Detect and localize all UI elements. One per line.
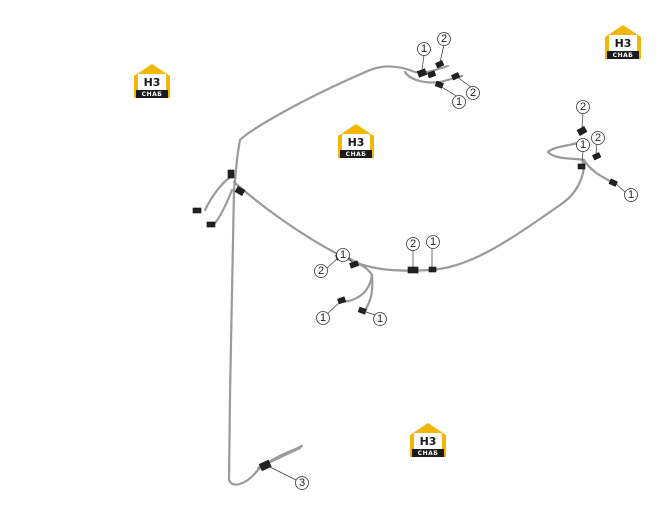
callout-label: 1 <box>377 313 383 325</box>
callout-label: 2 <box>441 33 447 45</box>
logo-subtitle: СНАБ <box>346 151 367 158</box>
callout-label: 1 <box>340 249 346 261</box>
logo-letters: H3 <box>420 435 437 448</box>
connectors <box>192 60 618 472</box>
callout-label: 1 <box>430 236 436 248</box>
callout-label: 1 <box>628 189 634 201</box>
harness-wires <box>203 64 614 486</box>
callout-label: 1 <box>456 96 462 108</box>
callout-label: 2 <box>318 265 324 277</box>
leader-lines <box>267 44 626 481</box>
logo-subtitle: СНАБ <box>418 450 439 457</box>
watermark-logo: H3 СНАБ <box>410 423 446 457</box>
logo-subtitle: СНАБ <box>142 91 163 98</box>
watermark-logo: H3 СНАБ <box>134 64 170 98</box>
callout-label: 2 <box>580 101 586 113</box>
logo-letters: H3 <box>144 76 161 89</box>
logo-subtitle: СНАБ <box>613 52 634 59</box>
callout-label: 2 <box>595 132 601 144</box>
callout-label: 2 <box>410 238 416 250</box>
callout-label: 1 <box>580 139 586 151</box>
callout-label: 1 <box>320 312 326 324</box>
logo-letters: H3 <box>615 37 632 50</box>
callout-label: 1 <box>421 43 427 55</box>
callout-label: 2 <box>470 87 476 99</box>
logo-letters: H3 <box>348 136 365 149</box>
callout-balloons <box>295 32 638 490</box>
watermark-logo: H3 СНАБ <box>605 25 641 59</box>
callout-label: 3 <box>299 477 305 489</box>
watermark-logo: H3 СНАБ <box>338 124 374 158</box>
